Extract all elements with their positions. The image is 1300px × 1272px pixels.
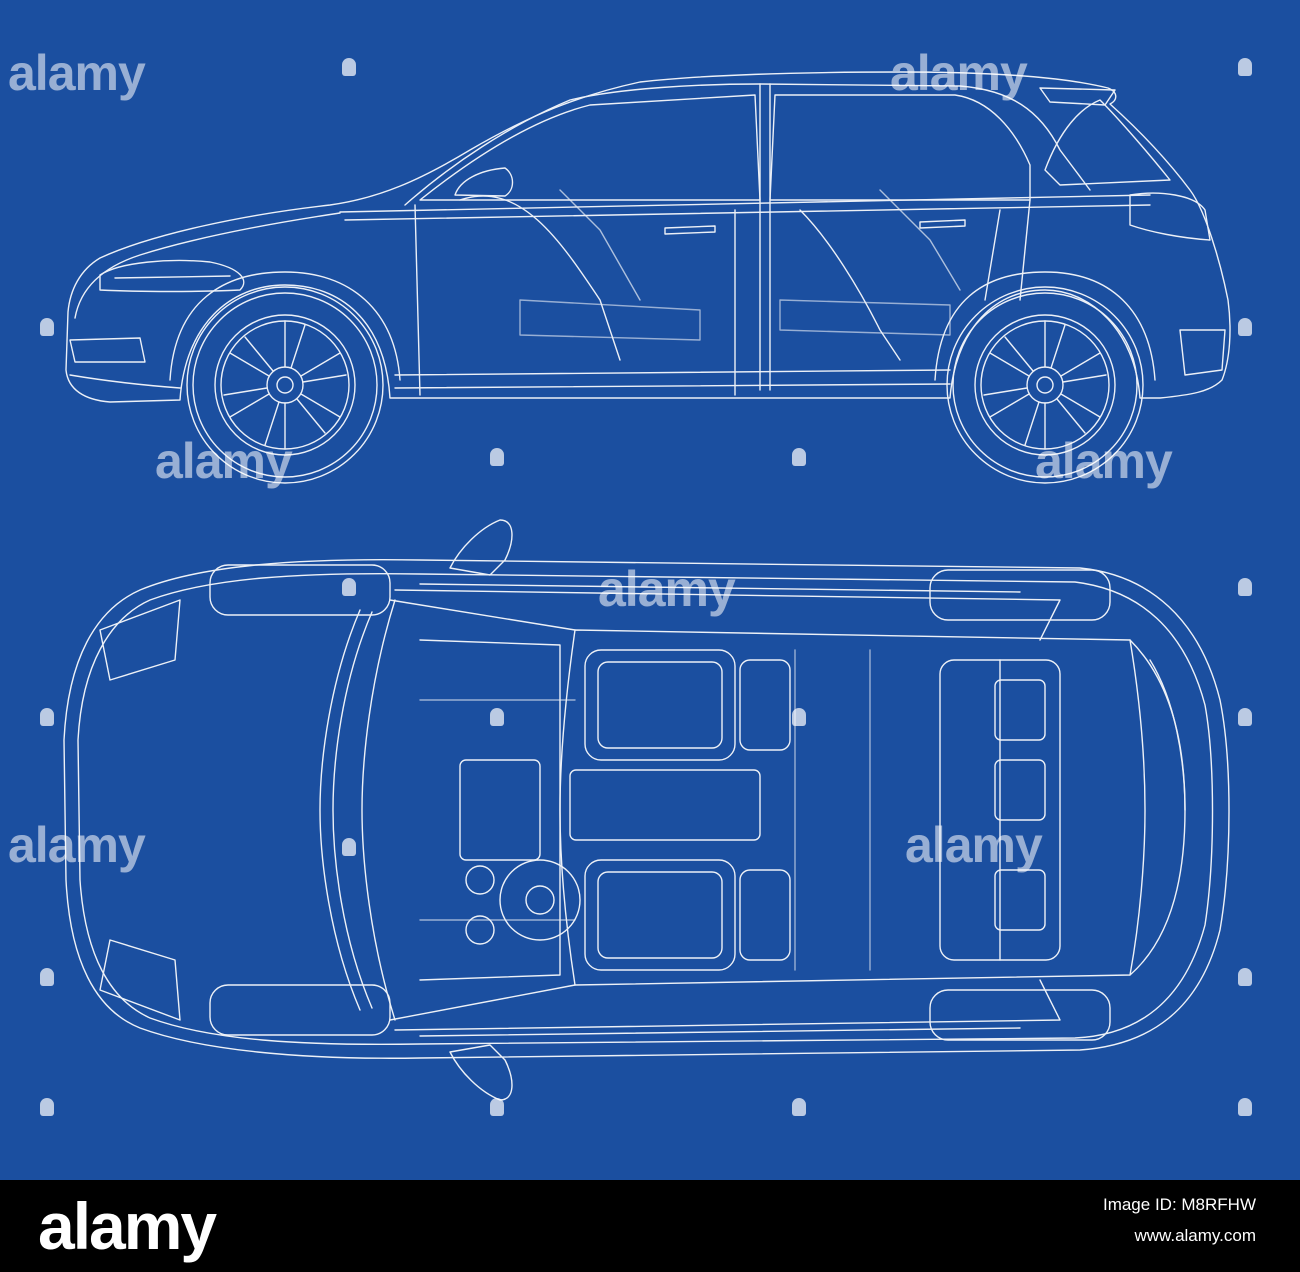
footer-bar: alamy Image ID: M8RFHW www.alamy.com [0, 1180, 1300, 1272]
watermark-icon [40, 708, 54, 726]
top-steering-wheel [499, 859, 581, 941]
watermark-icon [342, 838, 356, 856]
watermark-icon [490, 448, 504, 466]
watermark-icon [342, 578, 356, 596]
top-roof [559, 629, 1146, 986]
top-front-wheel-right [209, 984, 391, 1036]
watermark-icon [1238, 968, 1252, 986]
watermark-2: alamy [890, 45, 1028, 101]
top-rear-wheel-right [929, 989, 1111, 1041]
side-window-line [404, 83, 1091, 206]
watermark-icon [490, 708, 504, 726]
top-headlight-right [99, 939, 181, 1021]
top-rear-wheel-left [929, 569, 1111, 621]
blueprint-canvas: alamy alamy alamy alamy alamy alamy alam… [8, 45, 1252, 1116]
side-front-wheel [186, 286, 384, 484]
footer-image-id: Image ID: M8RFHW [1102, 1195, 1256, 1214]
top-headlight-left [99, 599, 181, 681]
top-seat-front-left [584, 649, 736, 761]
watermark-6: alamy [8, 817, 146, 873]
watermark-3: alamy [155, 433, 293, 489]
top-mirror-left [449, 519, 513, 576]
watermark-icon [792, 448, 806, 466]
watermark-icon [1238, 318, 1252, 336]
watermark-1: alamy [8, 45, 146, 101]
top-hood [319, 609, 361, 1011]
top-center-console [459, 759, 541, 861]
watermark-7: alamy [905, 817, 1043, 873]
watermark-icon [1238, 578, 1252, 596]
side-headlight [99, 259, 245, 293]
watermark-icon [792, 708, 806, 726]
footer-url[interactable]: www.alamy.com [1134, 1226, 1256, 1245]
watermark-5: alamy [598, 561, 736, 617]
watermark-icon [40, 968, 54, 986]
side-taillight [1129, 192, 1211, 241]
watermark-icon [1238, 58, 1252, 76]
top-front-wheel-left [209, 564, 391, 616]
watermark-4: alamy [1035, 433, 1173, 489]
watermark-icon [1238, 1098, 1252, 1116]
watermark-icon [40, 1098, 54, 1116]
watermark-icon [1238, 708, 1252, 726]
side-body-outline [65, 71, 1231, 403]
car-drawing [63, 71, 1231, 1101]
watermark-icon [490, 1098, 504, 1116]
footer-logo[interactable]: alamy [38, 1189, 217, 1263]
watermark-icon [342, 58, 356, 76]
side-mirror [454, 167, 514, 197]
side-rear-wheel [946, 286, 1144, 484]
top-mirror-right [449, 1044, 513, 1101]
top-view-car [63, 519, 1230, 1101]
side-view-car [65, 71, 1231, 484]
watermark-icon [40, 318, 54, 336]
top-body-outline [63, 558, 1230, 1059]
top-seat-front-right [584, 859, 736, 971]
watermark-icon [792, 1098, 806, 1116]
